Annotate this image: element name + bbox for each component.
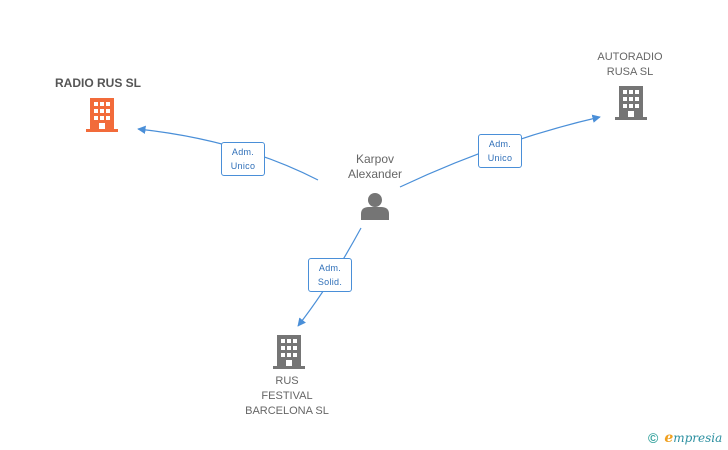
person-label-line-2: Alexander (347, 167, 403, 181)
autoradio-label-line-1: AUTORADIO (597, 51, 663, 63)
empresia-logo: empresia (664, 430, 722, 446)
edge-label-line-2: Solid. (317, 277, 343, 287)
person-silhouette (361, 193, 389, 220)
edge-label-line-1: Adm. (488, 139, 512, 149)
festival-label[interactable]: RUS FESTIVAL BARCELONA SL (227, 374, 347, 419)
copyright-symbol: © (648, 430, 659, 446)
person-label-line-1: Karpov (355, 152, 395, 166)
edge-label-line-1: Adm. (231, 147, 255, 157)
festival-label-line-1: RUS (275, 375, 299, 387)
festival-label-line-3: BARCELONA SL (245, 405, 329, 417)
festival-building (273, 335, 305, 369)
edge-label-to-autoradio[interactable]: Adm. Unico (478, 134, 522, 168)
autoradio-label[interactable]: AUTORADIO RUSA SL (580, 50, 680, 80)
logo-first-letter: e (664, 430, 674, 446)
person-label[interactable]: Karpov Alexander (325, 152, 425, 182)
building-icon[interactable] (273, 335, 305, 374)
festival-label-line-2: FESTIVAL (261, 390, 313, 402)
building-icon[interactable] (86, 98, 118, 137)
brand-watermark: © empresia (648, 429, 722, 447)
edge-label-line-2: Unico (230, 161, 256, 171)
radio-rus-label[interactable]: RADIO RUS SL (54, 76, 141, 90)
radio-rus-building (86, 98, 118, 132)
person-icon[interactable] (361, 192, 389, 225)
building-icon[interactable] (615, 86, 647, 125)
logo-rest: mpresia (673, 431, 723, 445)
edge-label-line-2: Unico (487, 153, 513, 163)
autoradio-label-line-2: RUSA SL (606, 66, 654, 78)
edge-label-to-radio-rus[interactable]: Adm. Unico (221, 142, 265, 176)
autoradio-building (615, 86, 647, 120)
edge-label-to-festival[interactable]: Adm. Solid. (308, 258, 352, 292)
edge-label-line-1: Adm. (318, 263, 342, 273)
